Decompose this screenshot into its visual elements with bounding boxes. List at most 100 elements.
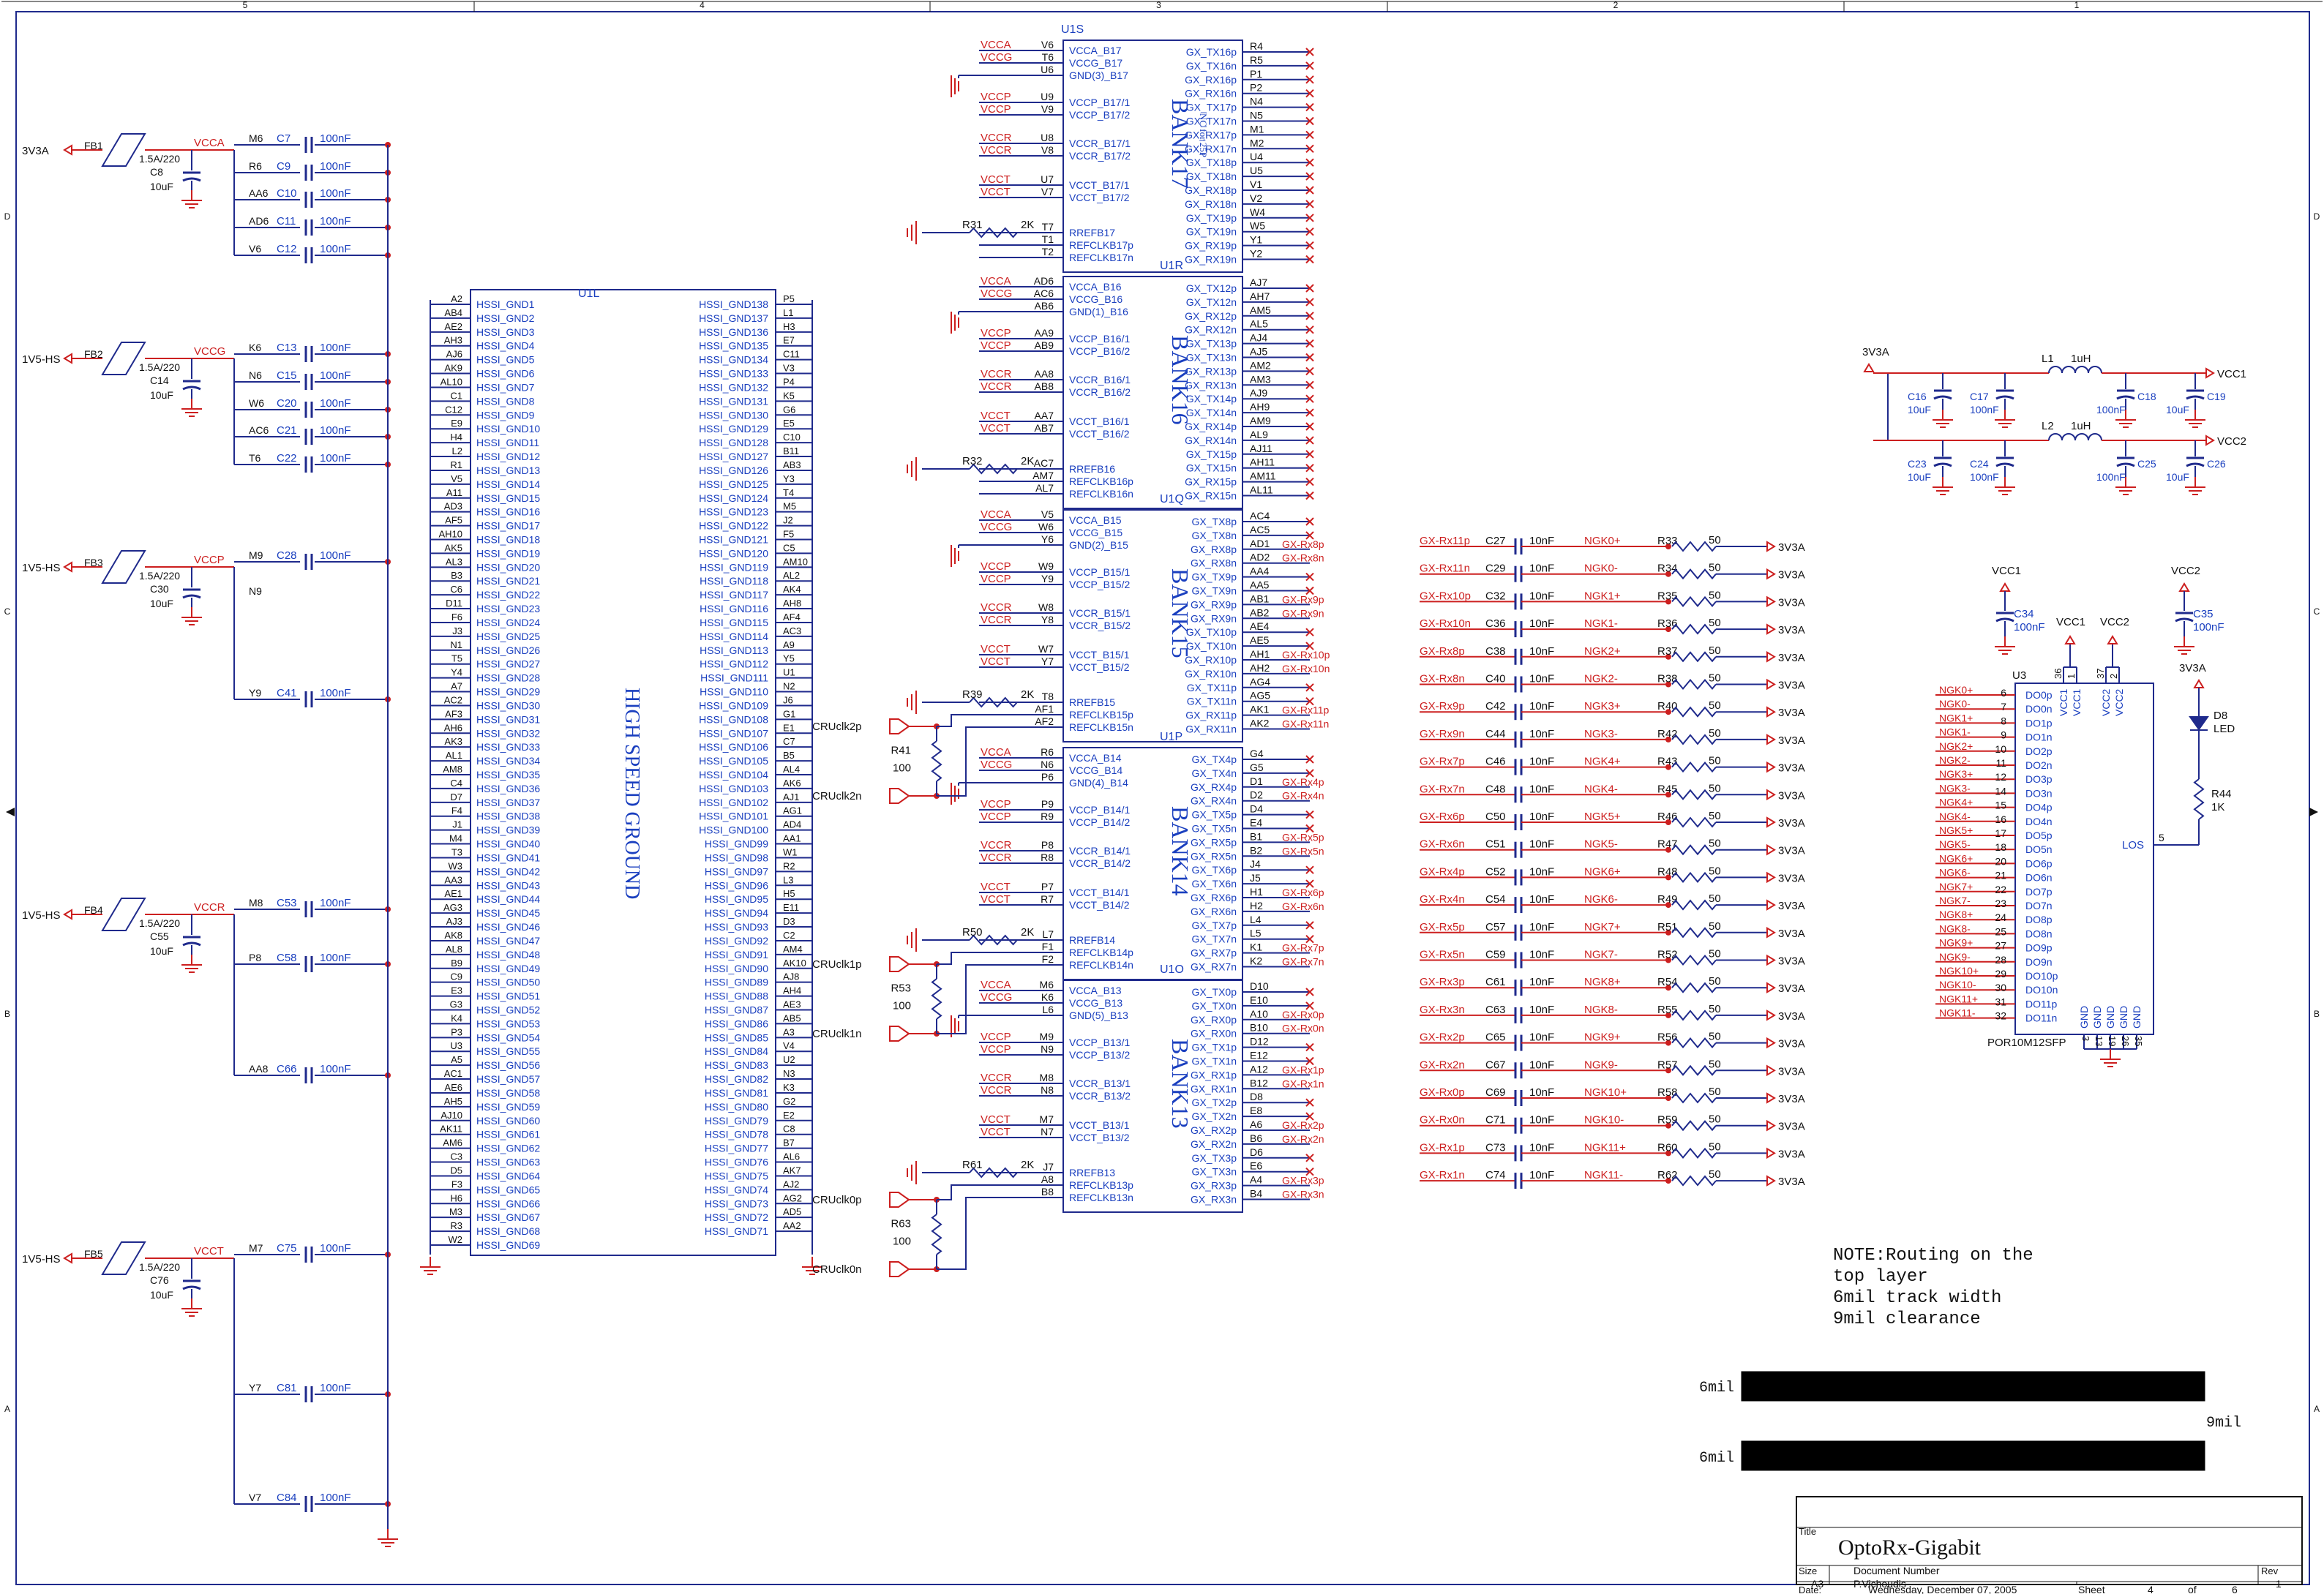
cap-plate <box>1995 617 2014 623</box>
pin-name: HSSI_GND115 <box>700 617 768 628</box>
border-col-label: 4 <box>700 0 705 10</box>
rref-resistor <box>969 1167 1018 1178</box>
pin-number: 25 <box>1995 925 2006 937</box>
pin-name: GX_RX8p <box>1191 544 1237 555</box>
no-connect-mark <box>1305 325 1314 334</box>
pin-name: HSSI_GND45 <box>476 907 540 919</box>
pin-name: REFCLKB15p <box>1069 709 1133 721</box>
pin-number: AF1 <box>1035 703 1054 715</box>
net-label: NGK5+ <box>1939 824 1973 836</box>
pin-number: AE2 <box>444 321 462 332</box>
pin-name: DO4p <box>2025 802 2053 813</box>
pin-name: HSSI_GND130 <box>699 409 768 421</box>
pin-name: GX_TX5n <box>1192 823 1237 835</box>
pin-name: HSSI_GND125 <box>699 478 768 490</box>
net-label: VCCR <box>981 368 1012 380</box>
pin-name: HSSI_GND57 <box>476 1073 540 1085</box>
net-label: CRUclk1p <box>812 958 862 971</box>
net-label: VCCP <box>981 798 1011 811</box>
pin-name: HSSI_GND95 <box>705 893 768 905</box>
net-label: GX-Rx2n <box>1282 1133 1324 1145</box>
pin-name: HSSI_GND87 <box>705 1004 768 1016</box>
net-label: GX-Rx0p <box>1282 1009 1324 1020</box>
decoupling-capacitor <box>304 956 313 972</box>
pin-number: N9 <box>249 585 262 597</box>
pin-number: B5 <box>783 750 795 761</box>
pin-name: GX_RX2n <box>1191 1138 1237 1150</box>
pin-name: HSSI_GND40 <box>476 838 540 850</box>
pin-name: HSSI_GND132 <box>699 381 768 393</box>
net-label: GX-Rx4p <box>1282 776 1324 788</box>
pin-name: VCCA_B17 <box>1069 45 1122 56</box>
no-connect-mark <box>1305 463 1314 473</box>
net-label: NGK6+ <box>1584 865 1621 878</box>
pin-name: HSSI_GND26 <box>476 644 540 656</box>
pin-number: 29 <box>1995 968 2006 980</box>
pin-name: GX_TX7n <box>1192 933 1237 945</box>
pin-number: P7 <box>1041 881 1054 892</box>
pin-number: D5 <box>450 1165 462 1176</box>
pin-name: DO4n <box>2025 816 2053 827</box>
net-label: NGK2- <box>1584 673 1618 685</box>
pin-number: AE6 <box>444 1082 462 1093</box>
pin-name: GX_TX11p <box>1187 682 1237 693</box>
resistor-ref: R34 <box>1657 563 1678 575</box>
pin-number: AE5 <box>1250 634 1270 646</box>
pin-name: HSSI_GND127 <box>699 451 768 462</box>
pin-number: J5 <box>1250 872 1261 884</box>
port-arrow <box>1766 595 1776 608</box>
cap-ref: C17 <box>1970 391 1989 402</box>
pin-number: Y9 <box>1041 573 1054 584</box>
wire <box>937 1197 979 1270</box>
no-connect-mark <box>1305 227 1314 236</box>
pin-number: R9 <box>1041 811 1054 822</box>
cap-value: 10nF <box>1529 1169 1554 1181</box>
net-label: VCCR <box>981 839 1012 851</box>
cap-value: 100nF <box>2096 471 2126 483</box>
power-rail-label: 3V3A <box>1778 762 1805 775</box>
net-label: NGK7- <box>1939 895 1971 906</box>
power-rail-label: 3V3A <box>1778 817 1805 830</box>
cap-plate <box>2186 395 2205 400</box>
pin-name: HSSI_GND55 <box>476 1045 540 1057</box>
ground-symbol <box>951 545 959 567</box>
pin-name: GX_TX3n <box>1192 1166 1237 1178</box>
pin-name: GX_TX11n <box>1187 696 1237 707</box>
pin-number: AB3 <box>783 459 801 470</box>
pin-name: GX_TX9p <box>1192 571 1237 583</box>
net-label: NGK6- <box>1584 893 1618 906</box>
ground-symbol <box>1995 636 2015 655</box>
pin-number: N6 <box>249 369 262 381</box>
pin-name: HSSI_GND106 <box>699 741 768 753</box>
pin-number: J4 <box>1250 858 1261 870</box>
pin-name: HSSI_GND20 <box>476 561 540 573</box>
pin-name: HSSI_GND35 <box>476 769 540 781</box>
ground-symbol <box>378 1529 398 1547</box>
cap-value: 100nF <box>320 952 351 964</box>
diode-value: LED <box>2214 723 2235 735</box>
cap-ref: C59 <box>1485 949 1506 961</box>
resistor-value: 50 <box>1709 1031 1721 1043</box>
pin-number: AA4 <box>1250 565 1270 577</box>
cap-value: 10nF <box>1529 645 1554 658</box>
pin-number: E4 <box>1250 817 1262 829</box>
net-label: VCCR <box>981 614 1012 626</box>
pin-name: GND <box>2091 1006 2103 1029</box>
no-connect-mark <box>1305 255 1314 264</box>
resistor-value: 50 <box>1709 644 1721 657</box>
pin-number: D10 <box>1250 980 1269 992</box>
net-label: VCCT <box>981 655 1011 668</box>
border-row-label: A <box>2314 1404 2320 1414</box>
net-label: GX-Rx9p <box>1282 593 1324 605</box>
no-connect-mark <box>1305 628 1314 636</box>
no-connect-mark <box>1305 879 1314 888</box>
pin-name: HSSI_GND1 <box>476 298 535 310</box>
pin-number: N6 <box>1041 759 1054 770</box>
pin-number: B11 <box>783 446 799 456</box>
pin-number: M9 <box>1040 1031 1054 1042</box>
pin-number: 16 <box>1995 813 2006 825</box>
pin-name: VCC1 <box>2071 688 2083 716</box>
power-rail-label: 3V3A <box>2179 662 2206 674</box>
pin-number: E8 <box>1250 1105 1262 1116</box>
pin-number: R1 <box>450 459 462 470</box>
